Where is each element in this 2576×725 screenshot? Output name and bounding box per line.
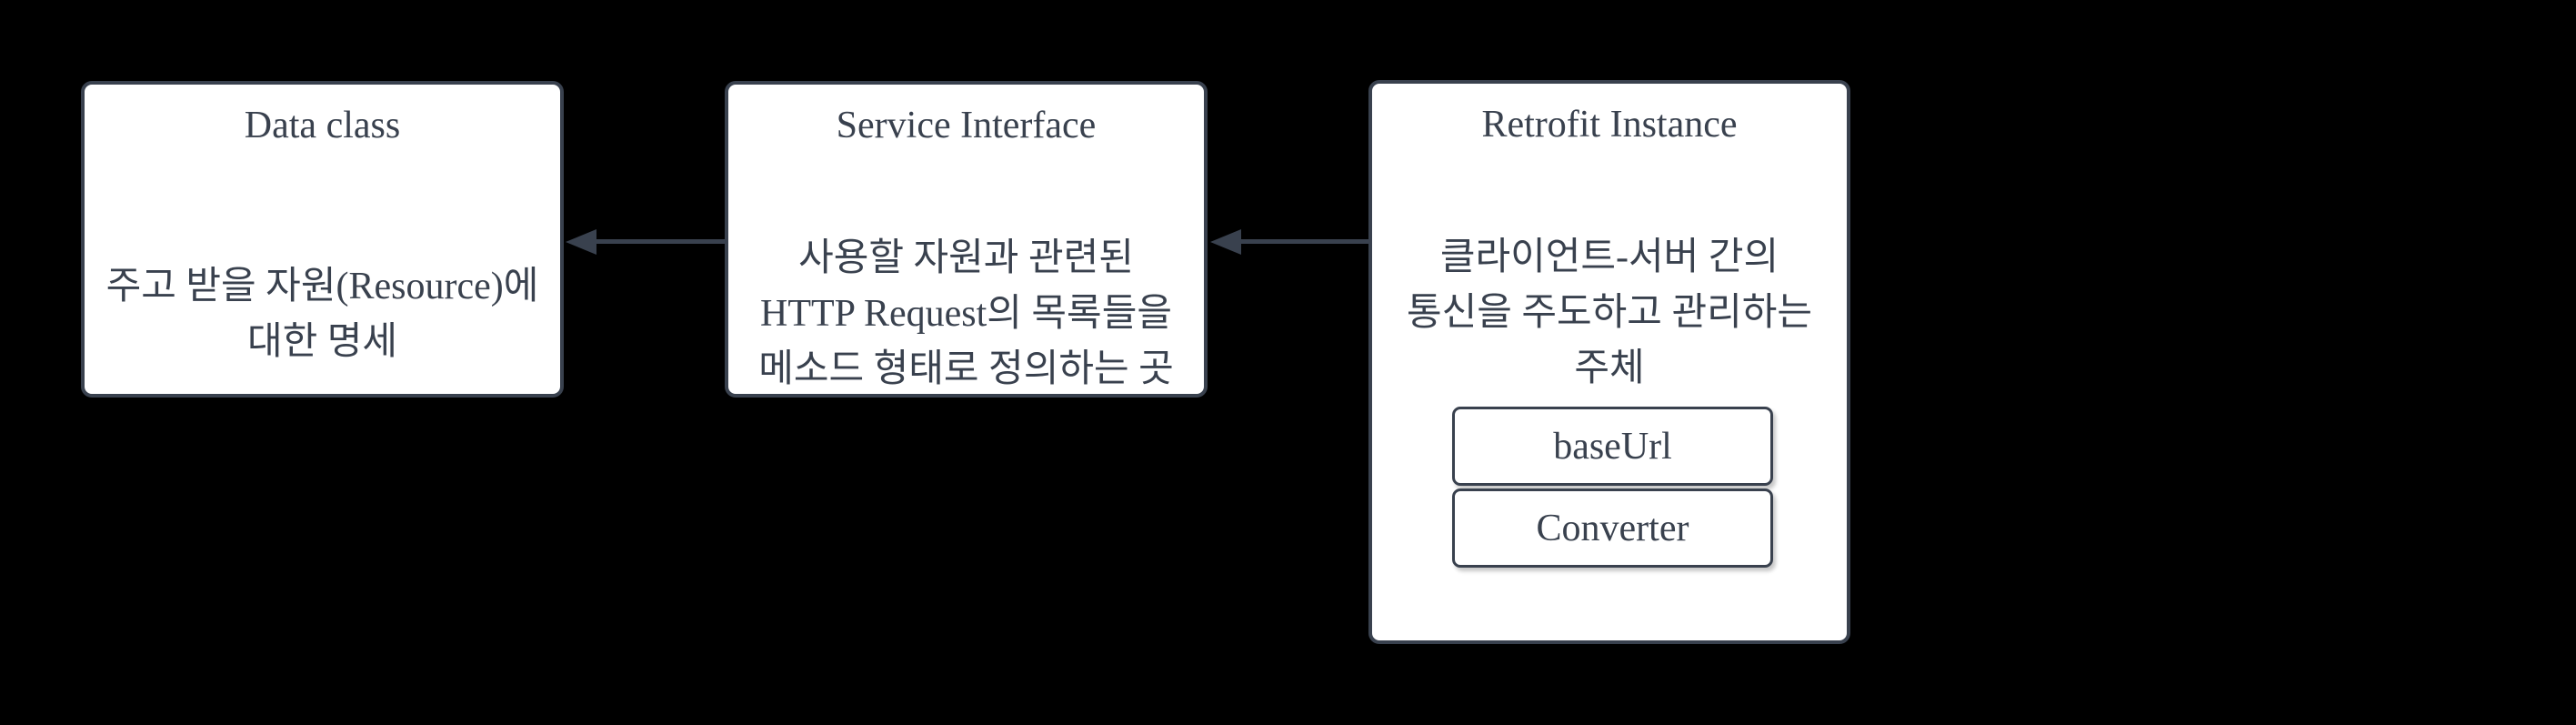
arrow-service-to-data-shaft [596, 239, 725, 244]
node-service-interface: Service Interface 사용할 자원과 관련된 HTTP Reque… [725, 81, 1208, 398]
subnode-baseurl-label: baseUrl [1553, 425, 1672, 468]
arrow-retrofit-to-service-head-icon [1210, 229, 1241, 255]
node-data-class-body: 주고 받을 자원(Resource)에 대한 명세 [85, 230, 560, 398]
subnode-converter-label: Converter [1536, 507, 1689, 549]
node-data-class: Data class 주고 받을 자원(Resource)에 대한 명세 [81, 81, 564, 398]
node-data-class-title: Data class [244, 105, 401, 146]
node-service-interface-description: 사용할 자원과 관련된 HTTP Request의 목록들을 메소드 형태로 정… [758, 237, 1174, 390]
node-retrofit-instance-body: 클라이언트-서버 간의 통신을 주도하고 관리하는 주체 [1372, 229, 1847, 398]
node-service-interface-body: 사용할 자원과 관련된 HTTP Request의 목록들을 메소드 형태로 정… [728, 230, 1204, 398]
subnode-baseurl: baseUrl [1452, 407, 1773, 486]
node-retrofit-instance-title: Retrofit Instance [1481, 104, 1738, 146]
node-service-interface-title: Service Interface [836, 105, 1097, 146]
node-data-class-description: 주고 받을 자원(Resource)에 대한 명세 [105, 265, 539, 363]
node-retrofit-instance-description: 클라이언트-서버 간의 통신을 주도하고 관리하는 주체 [1406, 237, 1813, 389]
arrow-service-to-data-head-icon [566, 229, 596, 255]
arrow-retrofit-to-service-shaft [1241, 239, 1368, 244]
node-retrofit-instance: Retrofit Instance 클라이언트-서버 간의 통신을 주도하고 관… [1368, 80, 1850, 644]
subnode-converter: Converter [1452, 488, 1773, 568]
